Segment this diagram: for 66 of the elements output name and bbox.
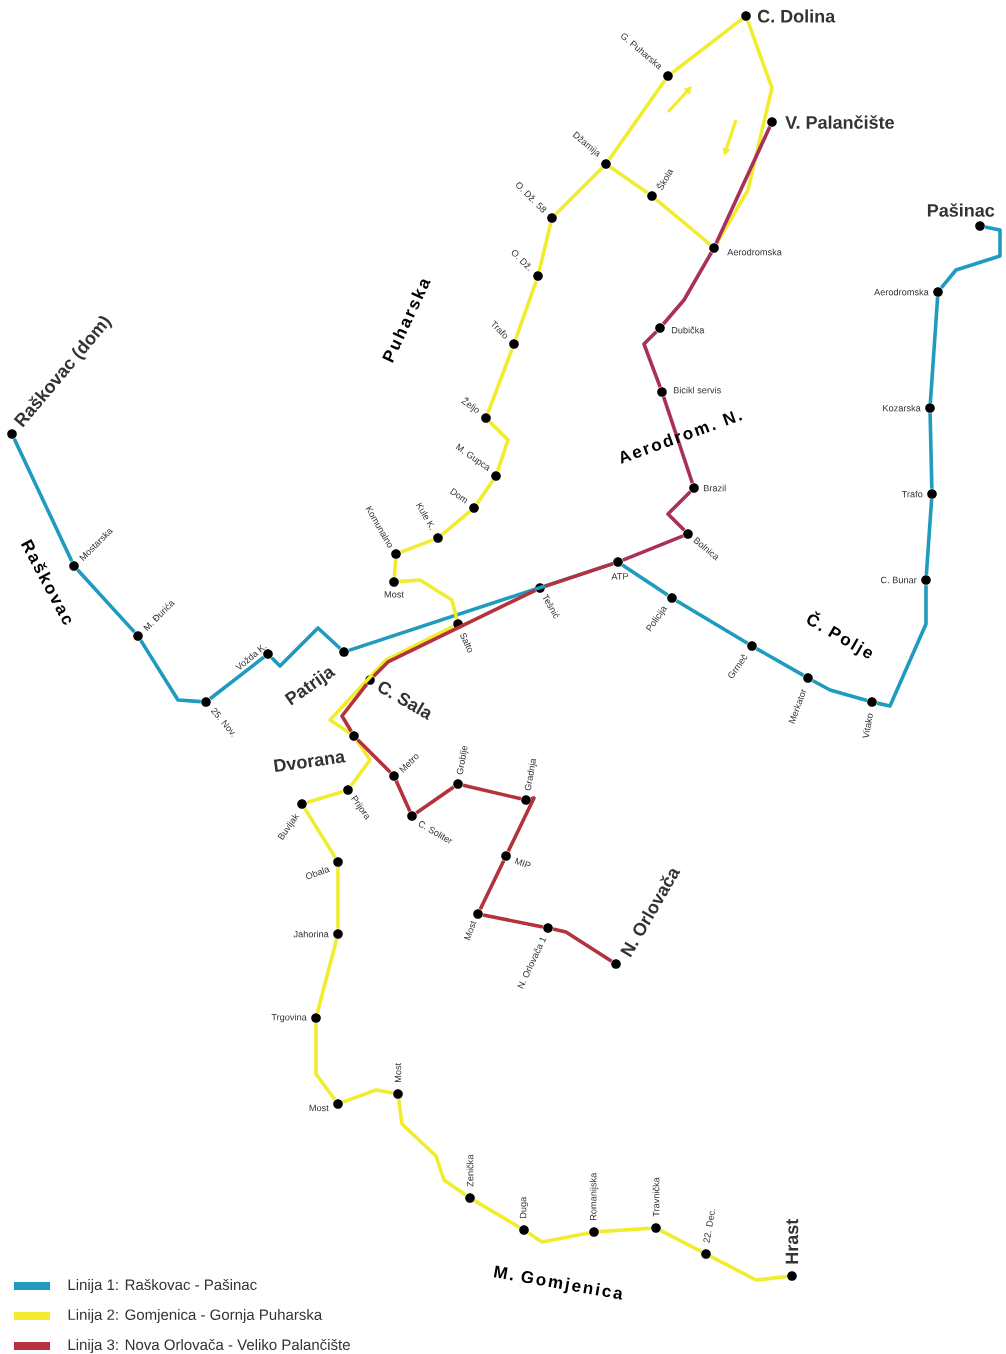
route-line	[306, 789, 344, 805]
stop-label: Dvorana	[273, 753, 346, 773]
route-line	[314, 1023, 337, 1101]
route-line	[924, 499, 934, 575]
route-line	[621, 563, 669, 597]
route-line	[356, 738, 392, 774]
route-line	[482, 913, 544, 929]
route-line	[478, 859, 506, 911]
route-line	[399, 578, 459, 620]
route-line	[209, 655, 265, 701]
route-line	[714, 125, 772, 245]
route-line	[607, 79, 667, 161]
route-line	[506, 796, 536, 853]
route-line	[671, 17, 743, 75]
route-line	[76, 568, 136, 634]
route-line	[488, 420, 510, 472]
route-line	[544, 561, 614, 589]
route-line	[440, 509, 472, 537]
route-line	[599, 1226, 651, 1234]
route-line	[661, 396, 695, 484]
route-line	[328, 624, 455, 735]
route-line	[537, 222, 553, 272]
route-line	[609, 165, 649, 195]
route-line	[394, 780, 412, 812]
route-line	[662, 251, 713, 326]
route-line	[396, 1098, 467, 1197]
stop-label: Pašinac	[927, 203, 995, 217]
route-line	[939, 225, 1002, 290]
route-line	[473, 1199, 521, 1229]
route-line	[475, 479, 495, 505]
route-line	[315, 938, 339, 1014]
route-line	[462, 783, 522, 801]
stop-label: C. Sala	[378, 681, 431, 721]
route-line	[642, 330, 662, 388]
route-line	[400, 538, 434, 554]
route-line	[552, 927, 613, 963]
route-line	[415, 785, 455, 815]
route-line	[270, 626, 342, 668]
route-line	[659, 1228, 703, 1254]
route-line	[139, 639, 201, 704]
route-line	[486, 348, 514, 414]
stop-label: V. Palančište	[785, 115, 894, 129]
route-line	[527, 1231, 590, 1244]
route-line	[554, 166, 604, 216]
route-line	[811, 678, 868, 703]
route-line	[709, 1254, 787, 1282]
route-line	[622, 534, 684, 562]
route-line	[349, 739, 372, 787]
route-line	[12, 437, 74, 563]
route-line	[675, 599, 749, 645]
route-line	[666, 490, 692, 532]
route-line	[715, 20, 774, 245]
route-line	[372, 588, 537, 678]
stop-label: Hrast	[785, 1219, 799, 1264]
route-line	[392, 559, 398, 577]
route-line	[928, 297, 940, 403]
route-line	[336, 867, 340, 929]
route-line	[755, 647, 805, 677]
route-line	[928, 413, 934, 489]
route-line	[342, 1088, 394, 1104]
route-line	[876, 585, 928, 708]
route-line	[514, 280, 538, 340]
stop-label: C. Dolina	[757, 9, 836, 23]
route-line	[303, 807, 337, 859]
route-line	[654, 197, 712, 246]
route-line	[340, 683, 369, 733]
